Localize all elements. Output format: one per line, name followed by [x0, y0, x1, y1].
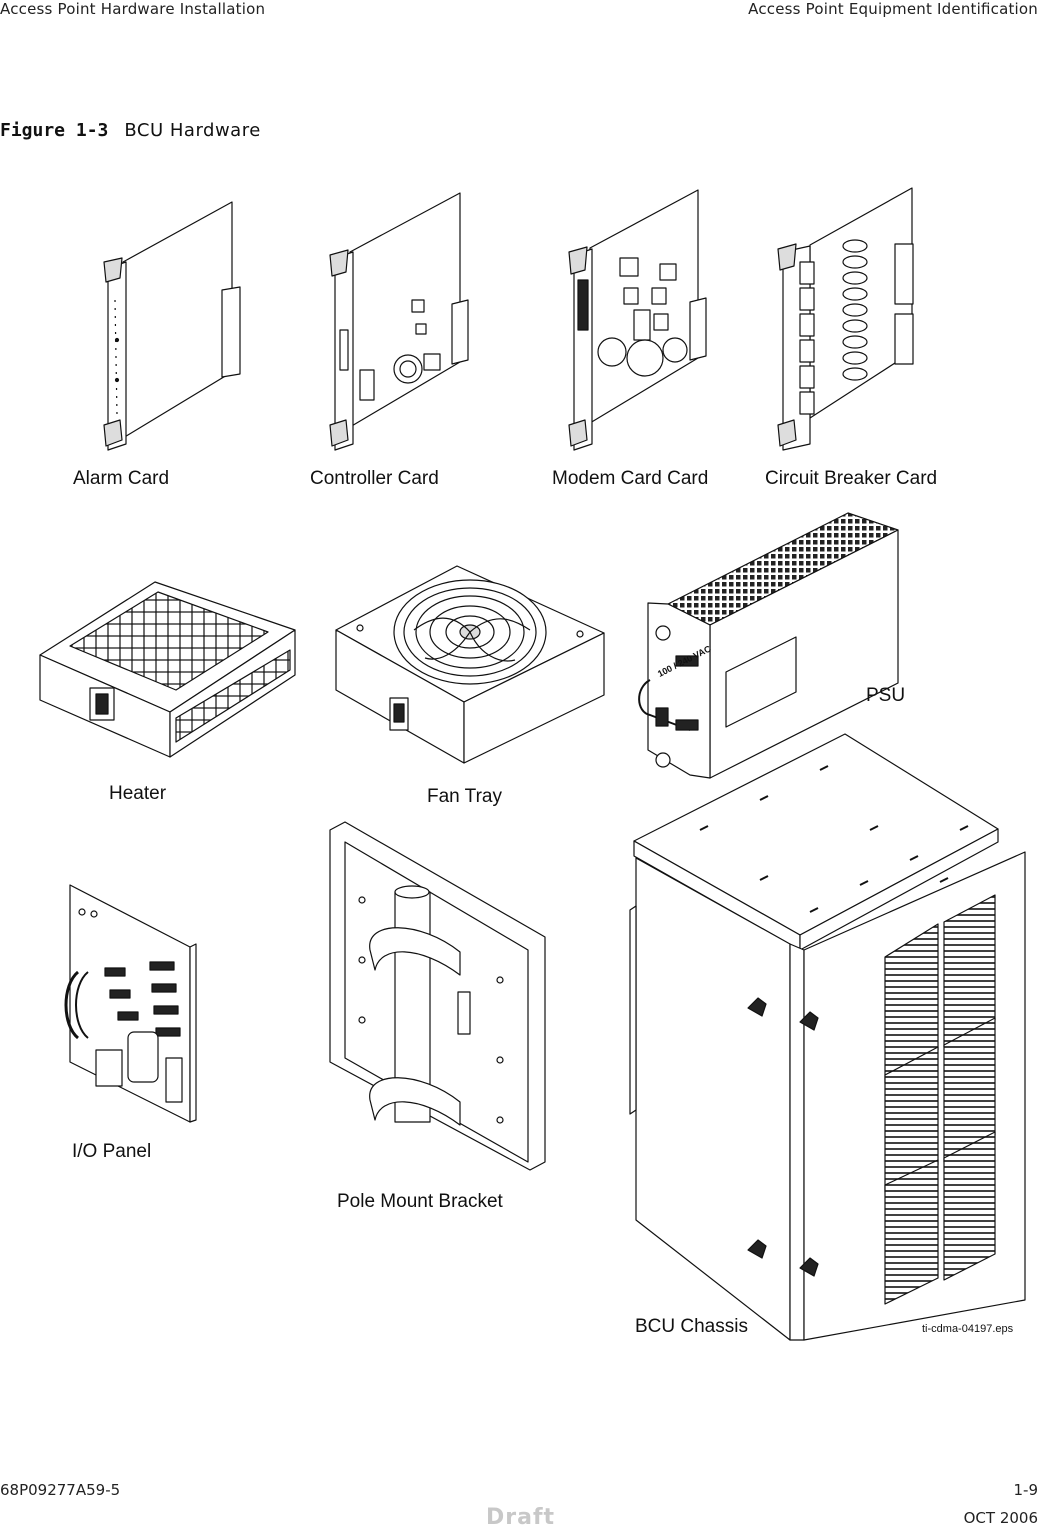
fan-tray-drawing — [335, 565, 605, 764]
circuit-breaker-card-label: Circuit Breaker Card — [765, 468, 938, 489]
controller-card-label: Controller Card — [310, 468, 439, 489]
running-header-left: Access Point Hardware Installation — [0, 0, 266, 18]
alarm-card-drawing — [103, 201, 241, 451]
modem-card-label: Modem Card Card — [552, 468, 709, 489]
footer-doc-number: 68P09277A59-5 — [0, 1481, 121, 1499]
footer-page-number: 1-9 — [1013, 1481, 1039, 1499]
figure-caption: BCU Hardware — [124, 120, 261, 141]
pole-mount-bracket-drawing — [329, 821, 546, 1171]
fan-tray-label: Fan Tray — [427, 786, 502, 807]
psu-drawing — [638, 512, 899, 779]
draft-watermark: Draft — [486, 1505, 556, 1530]
pole-mount-bracket-label: Pole Mount Bracket — [337, 1191, 503, 1212]
heater-drawing — [39, 581, 296, 758]
modem-card-drawing — [568, 189, 707, 451]
bcu-chassis-drawing — [629, 733, 1026, 1341]
io-panel-drawing — [64, 884, 197, 1123]
io-panel-label: I/O Panel — [72, 1141, 152, 1162]
running-header-right: Access Point Equipment Identiﬁcation — [748, 0, 1038, 18]
figure-title: Figure 1-3 BCU Hardware — [0, 120, 261, 141]
circuit-breaker-card-drawing — [777, 187, 914, 451]
alarm-card-label: Alarm Card — [73, 468, 170, 489]
bcu-chassis-label: BCU Chassis — [635, 1316, 748, 1337]
controller-card-drawing — [329, 192, 469, 451]
footer-date: OCT 2006 — [963, 1509, 1038, 1527]
figure-file-name: ti-cdma-04197.eps — [922, 1323, 1014, 1335]
figure-number: Figure 1-3 — [0, 120, 109, 141]
heater-label: Heater — [109, 783, 167, 804]
psu-label: PSU — [866, 685, 906, 706]
